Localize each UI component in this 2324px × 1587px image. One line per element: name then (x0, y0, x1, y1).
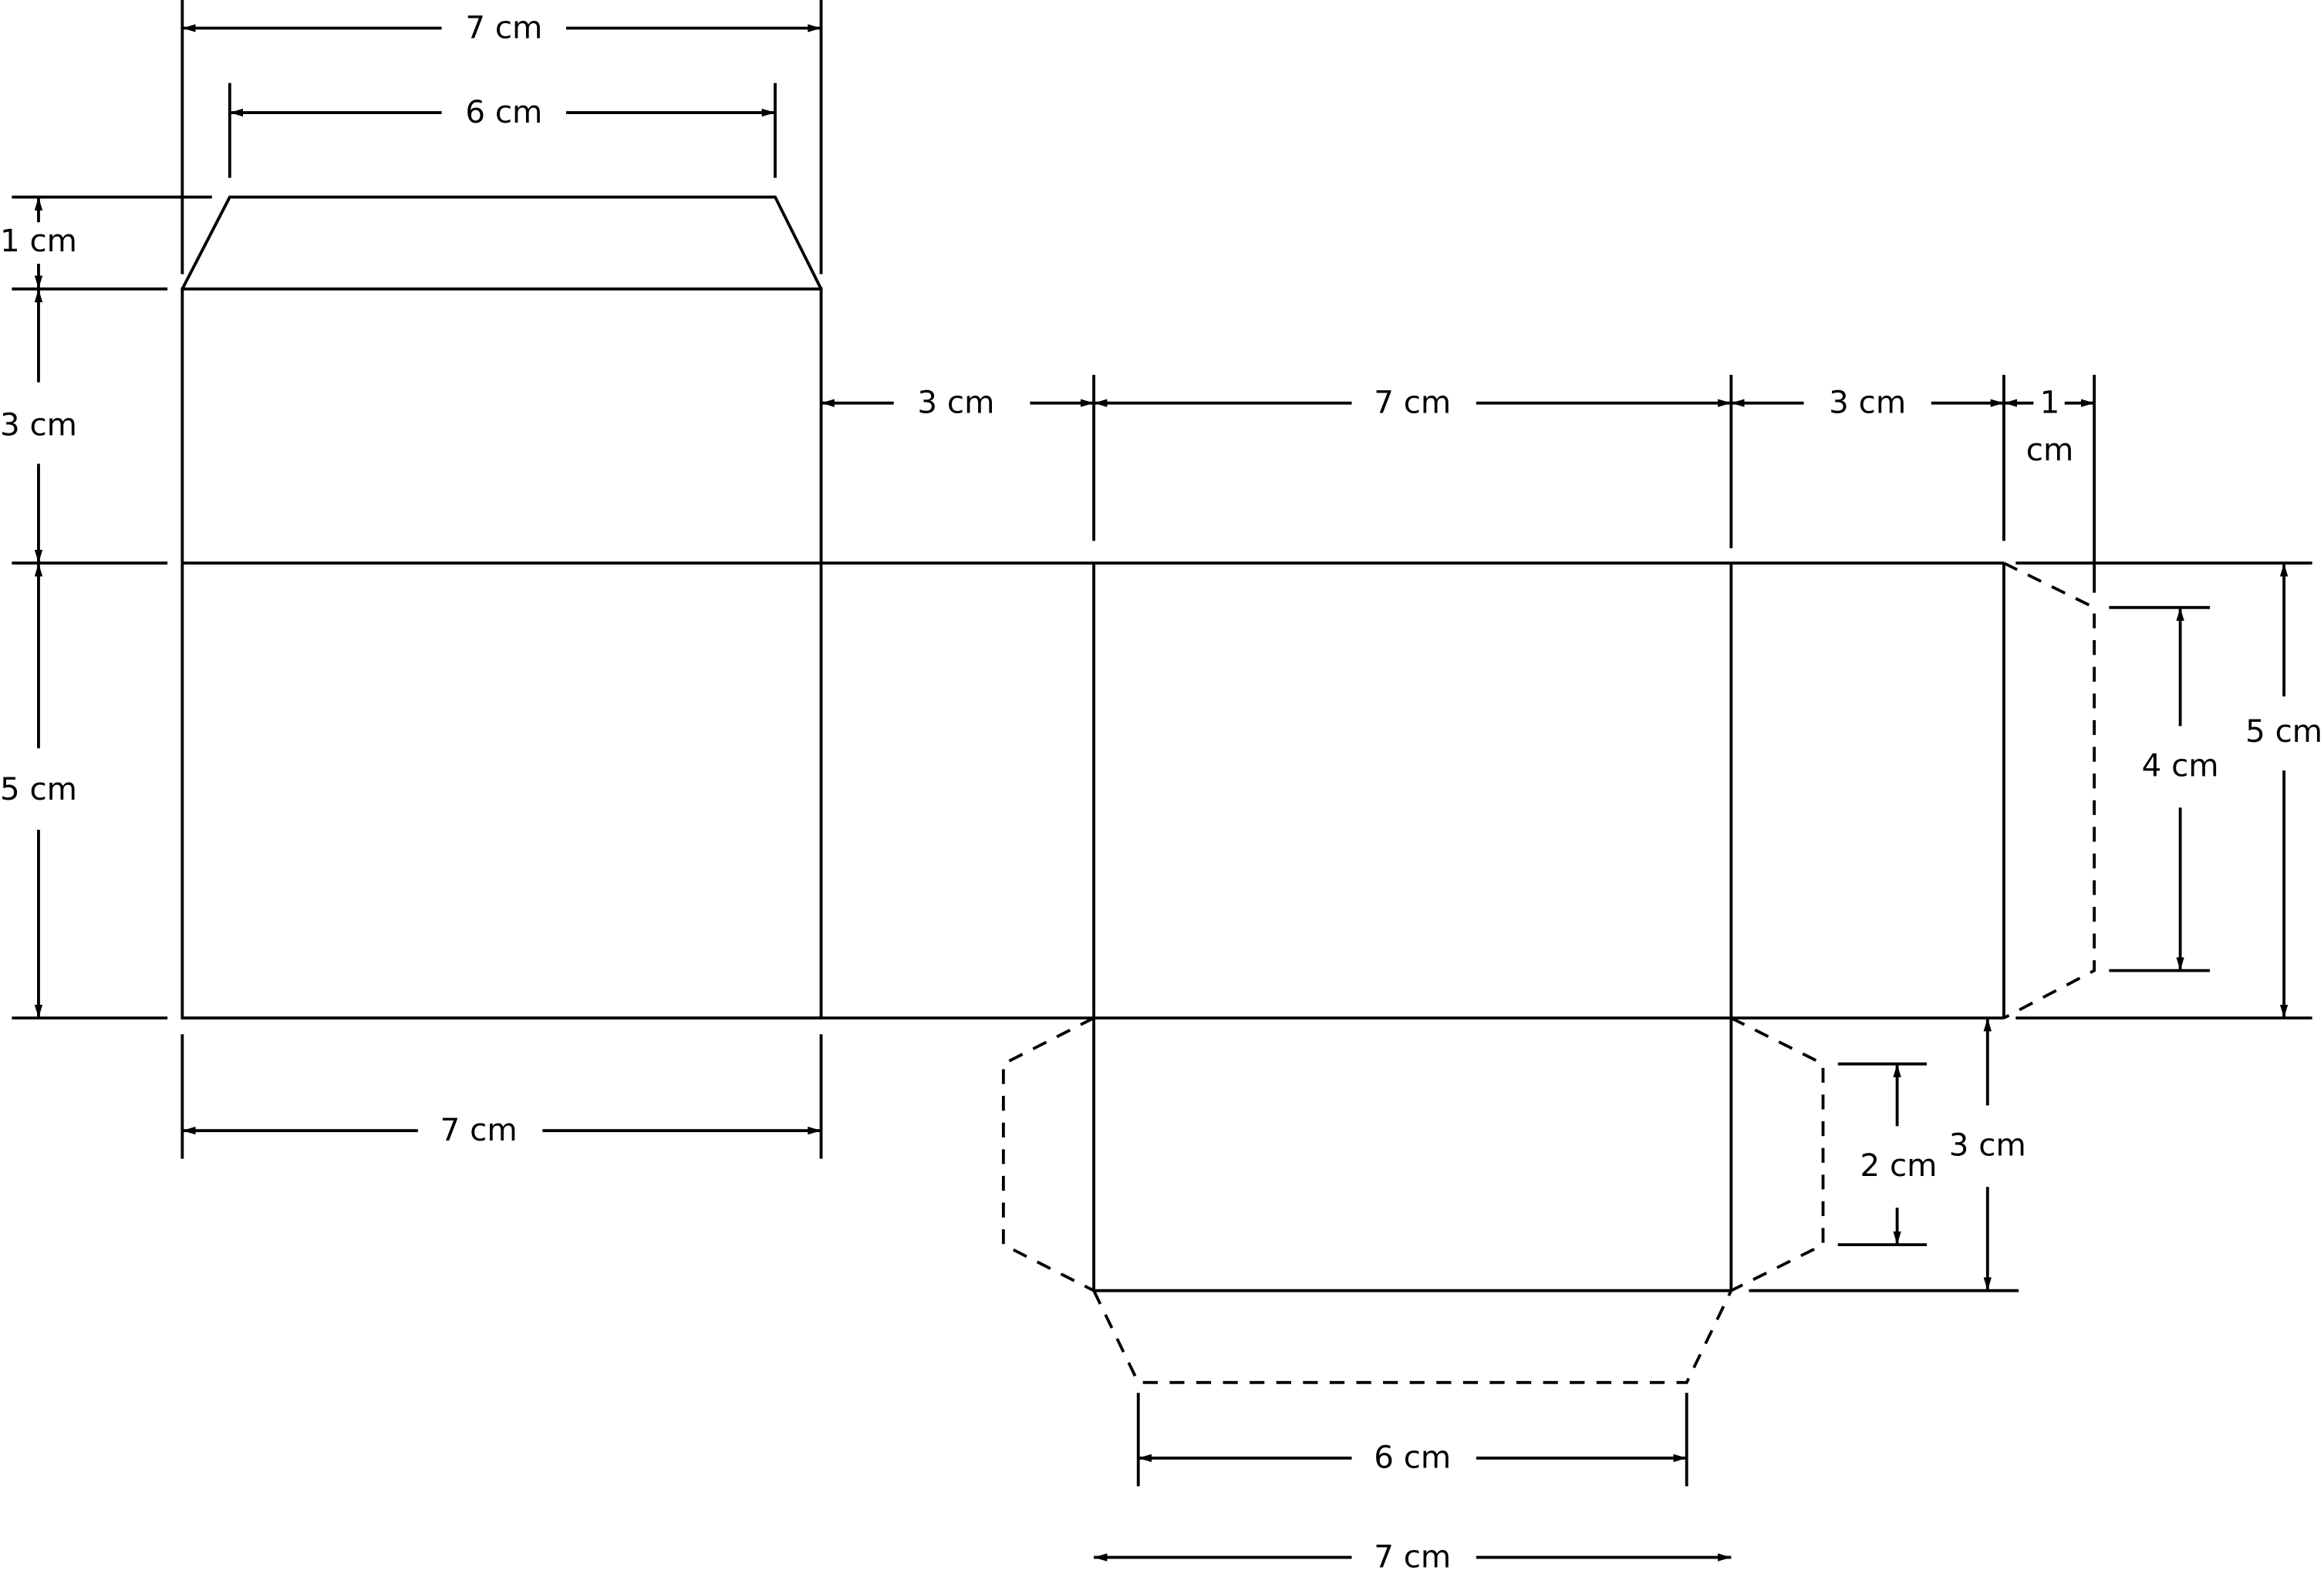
label-gap-left: 3 cm (917, 385, 994, 421)
label-right-tab-height: 4 cm (2142, 747, 2219, 783)
label-bottom-face-height: 3 cm (1949, 1127, 2026, 1163)
dimension-labels: 7 cm 6 cm 1 cm 3 cm 5 cm 7 cm 3 cm 7 cm … (0, 9, 2322, 1575)
label-gap-right: 3 cm (1829, 385, 1906, 421)
label-left-flap-height: 1 cm (0, 223, 77, 259)
label-center-width: 7 cm (1374, 385, 1451, 421)
dimension-arrows (34, 24, 2289, 1562)
label-left-bottom-width: 7 cm (440, 1112, 518, 1148)
label-left-face-height: 5 cm (0, 771, 77, 807)
fold-tabs-dashed (1001, 561, 2096, 1384)
label-top-flap-width: 6 cm (465, 94, 542, 130)
label-tab-width-1: 1 (2040, 385, 2060, 421)
label-side-tab-height: 2 cm (1860, 1147, 1938, 1184)
extension-lines (12, 0, 2312, 1487)
label-backgrounds (0, 7, 2324, 1579)
label-tab-width-2: cm (2026, 432, 2073, 468)
label-bottom-flap-width: 6 cm (1374, 1440, 1451, 1476)
label-left-side-height: 3 cm (0, 406, 77, 443)
label-right-total-height: 5 cm (2245, 713, 2322, 750)
label-bottom-width: 7 cm (1374, 1538, 1451, 1575)
label-top-width: 7 cm (465, 9, 542, 45)
net-outline (180, 195, 2005, 1292)
